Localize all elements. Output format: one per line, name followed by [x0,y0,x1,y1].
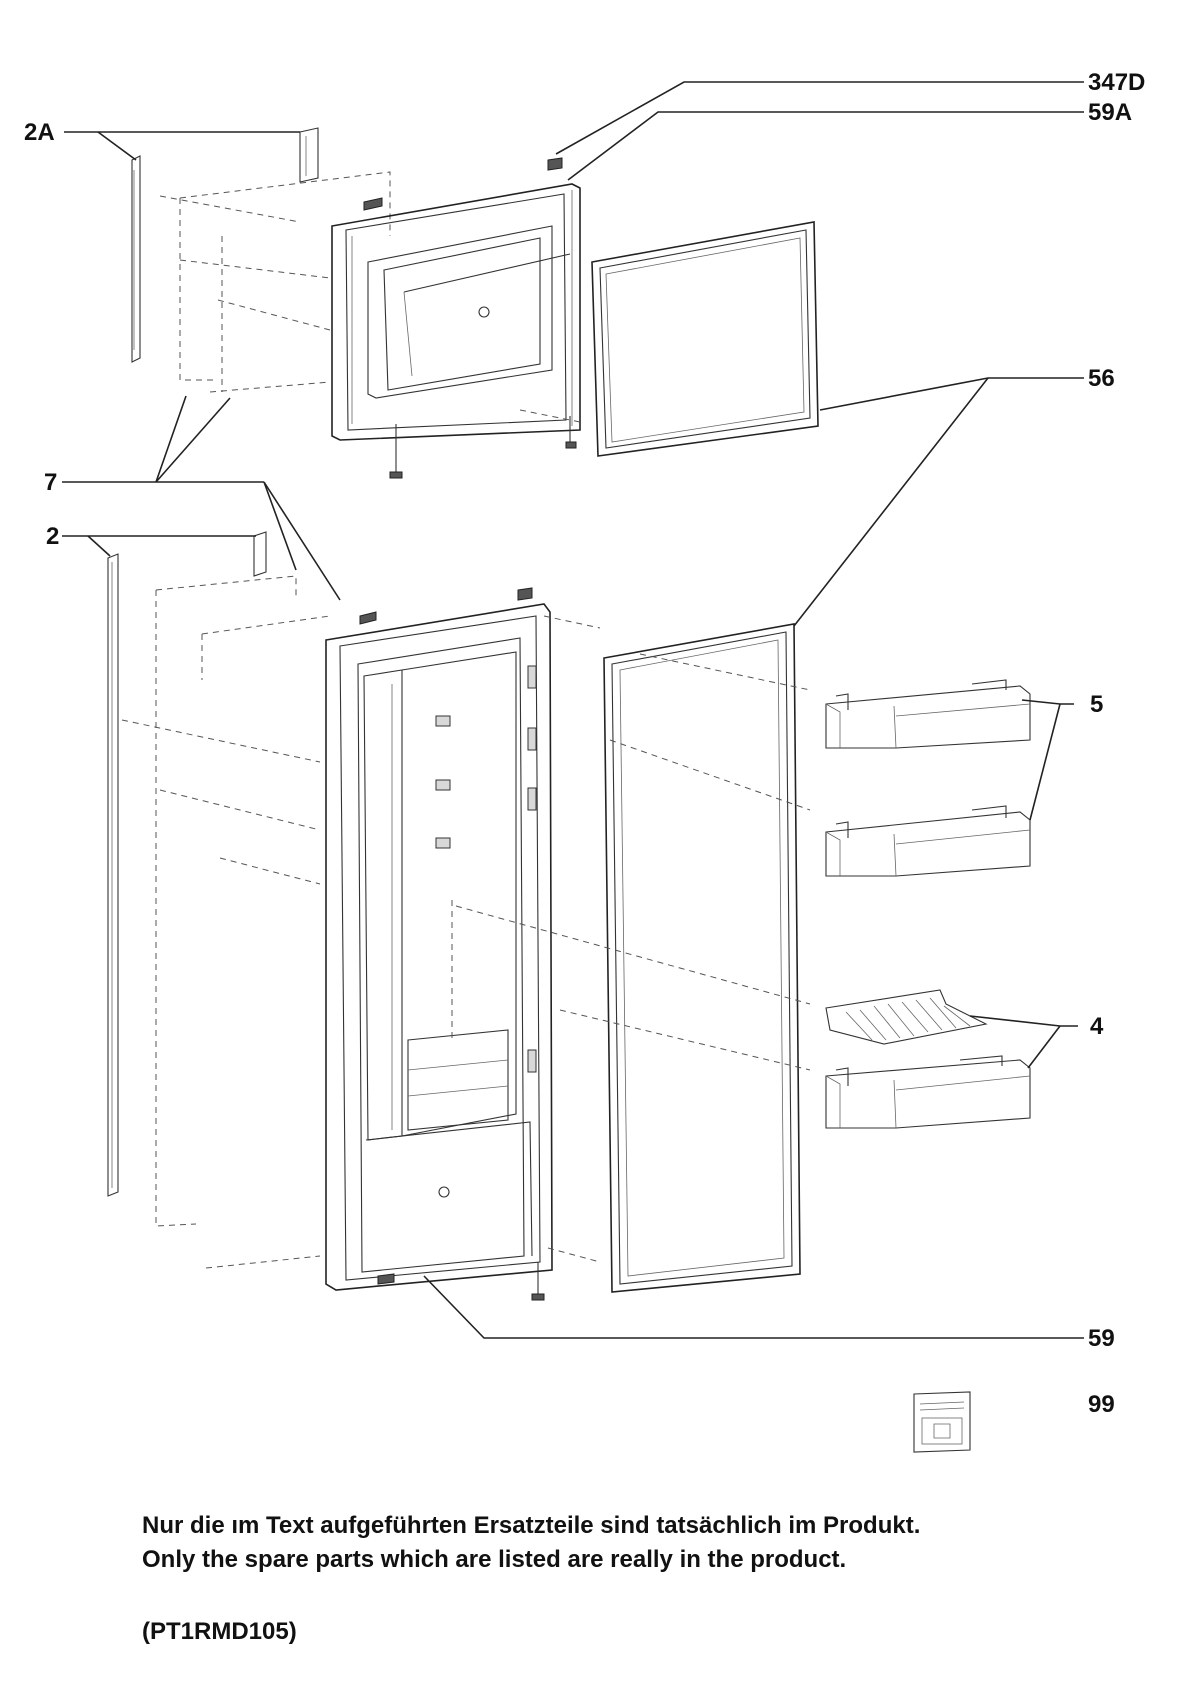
note-english: Only the spare parts which are listed ar… [142,1546,847,1573]
leader-lines [62,81,1084,1339]
callout-7: 7 [44,469,57,496]
callout-2: 2 [46,523,59,550]
part-2-seal-strip [107,531,267,1197]
callout-4: 4 [1090,1013,1104,1040]
part-7-insulation-lower [121,575,331,1269]
part-5-door-shelves [825,679,1031,877]
part-56-gasket-lower [603,623,801,1293]
part-2A-seal-strip [131,127,319,363]
shelf-4-rack [825,989,988,1045]
shelf-guide-lines [455,653,811,1071]
shelf-5-upper [825,679,1031,749]
lower-door-liner [325,587,601,1301]
callout-5: 5 [1090,691,1103,718]
callout-56: 56 [1088,365,1115,392]
shelf-4-bin [825,1055,1031,1129]
callout-347D: 347D [1088,69,1145,96]
callout-59: 59 [1088,1325,1115,1352]
part-99-manual [913,1391,971,1453]
part-4-door-shelves [825,989,1031,1129]
model-code: (PT1RMD105) [142,1618,297,1645]
lower-door-assembly [107,531,811,1301]
callout-labels: 347D 59A 2A 56 7 2 5 4 59 99 [24,69,1145,1418]
callout-59A: 59A [1088,99,1132,126]
part-7-insulation-upper [159,171,391,393]
part-56-gasket-upper [591,221,819,457]
shelf-5-lower [825,805,1031,877]
callout-99: 99 [1088,1391,1115,1418]
callout-2A: 2A [24,119,55,146]
note-german: Nur die ım Text aufgeführten Ersatzteile… [142,1512,921,1539]
upper-door-assembly [131,127,819,479]
upper-door-liner [331,157,581,479]
